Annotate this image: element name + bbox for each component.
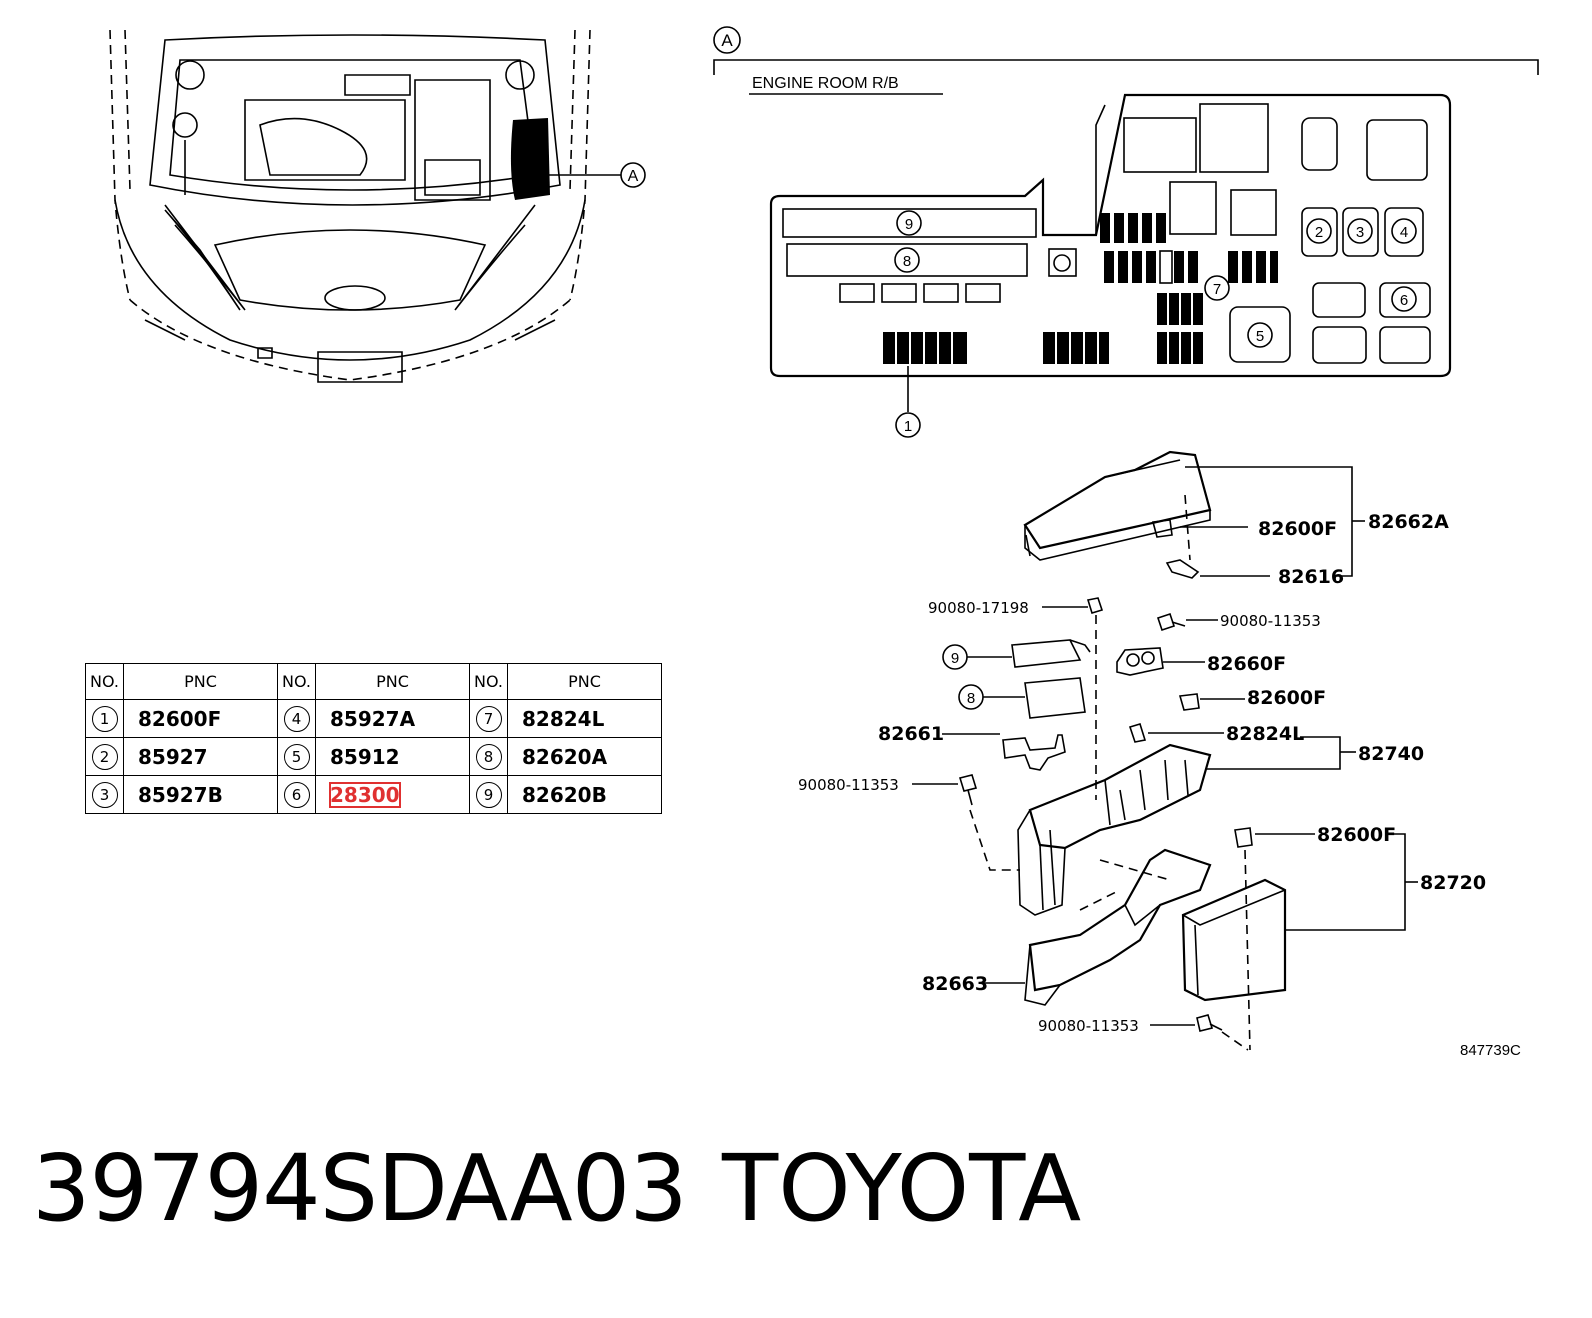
row-number: 6 [283, 781, 310, 808]
row-number: 2 [91, 743, 118, 770]
header-pnc-2: PNC [315, 663, 470, 700]
label-82663: 82663 [922, 973, 988, 995]
callout-3-box: 3 [1356, 224, 1364, 241]
row-number: 9 [475, 781, 502, 808]
pnc-cell[interactable]: 82600F [123, 699, 278, 738]
pnc-cell[interactable]: 82620A [507, 737, 662, 776]
row-number: 5 [283, 743, 310, 770]
exploded-view: 82600F 82616 82662A 90080-17198 90080-11… [798, 450, 1521, 1059]
callout-a-bay: A [628, 168, 639, 185]
label-82661: 82661 [878, 723, 944, 745]
pnc-cell[interactable]: 85927A [315, 699, 470, 738]
row-number: 3 [91, 781, 118, 808]
callout-1-box: 1 [904, 418, 912, 435]
engine-bay-illustration: A [109, 29, 646, 383]
table-header-row: NO. PNC NO. PNC NO. PNC [85, 663, 662, 700]
pnc-cell[interactable]: 82620B [507, 775, 662, 814]
row-number: 8 [475, 743, 502, 770]
label-90080-11353-b: 90080-11353 [798, 776, 899, 794]
table-row: 3 85927B 6 28300 9 82620B [85, 775, 662, 814]
table-row: 2 85927 5 85912 8 82620A [85, 737, 662, 776]
section-a-header: A ENGINE ROOM R/B [713, 26, 1539, 95]
header-pnc-3: PNC [507, 663, 662, 700]
label-82740: 82740 [1358, 743, 1424, 765]
relay-box-layout: 9 8 [769, 93, 1452, 438]
label-90080-17198: 90080-17198 [928, 599, 1029, 617]
label-82824l: 82824L [1226, 723, 1304, 745]
pnc-cell[interactable]: 85927B [123, 775, 278, 814]
pnc-cell[interactable]: 82824L [507, 699, 662, 738]
callout-9-box: 9 [905, 216, 913, 233]
header-no-3: NO. [469, 663, 508, 700]
callout-4-box: 4 [1400, 224, 1408, 241]
section-title: ENGINE ROOM R/B [752, 75, 899, 92]
label-90080-11353-c: 90080-11353 [1038, 1017, 1139, 1035]
pnc-cell[interactable]: 85912 [315, 737, 470, 776]
highlighted-pnc[interactable]: 28300 [329, 781, 401, 808]
callout-8-exploded: 8 [967, 690, 975, 707]
part-code: 39794SDAA03 [32, 1135, 688, 1242]
label-82660f: 82660F [1207, 653, 1286, 675]
label-82662a: 82662A [1368, 511, 1449, 533]
header-pnc-1: PNC [123, 663, 278, 700]
label-82720: 82720 [1420, 872, 1486, 894]
label-82600f-low: 82600F [1317, 824, 1396, 846]
pnc-table: NO. PNC NO. PNC NO. PNC 1 82600F 4 85927… [85, 663, 662, 814]
label-82616: 82616 [1278, 566, 1344, 588]
section-marker: A [721, 31, 733, 50]
label-82600f-top: 82600F [1258, 518, 1337, 540]
header-no-1: NO. [85, 663, 124, 700]
callout-2-box: 2 [1315, 224, 1323, 241]
diagram-code: 847739C [1460, 1042, 1521, 1059]
callout-7-box: 7 [1213, 281, 1221, 298]
label-82600f-mid: 82600F [1247, 687, 1326, 709]
label-90080-11353-a: 90080-11353 [1220, 612, 1321, 630]
header-no-2: NO. [277, 663, 316, 700]
row-number: 1 [91, 705, 118, 732]
pnc-cell[interactable]: 85927 [123, 737, 278, 776]
callout-6-box: 6 [1400, 292, 1408, 309]
callout-9-exploded: 9 [951, 650, 959, 667]
row-number: 4 [283, 705, 310, 732]
table-row: 1 82600F 4 85927A 7 82824L [85, 699, 662, 738]
callout-5-box: 5 [1256, 328, 1264, 345]
brand-name: TOYOTA [722, 1135, 1082, 1242]
callout-8-box: 8 [903, 253, 911, 270]
row-number: 7 [475, 705, 502, 732]
pnc-cell-highlighted[interactable]: 28300 [315, 775, 470, 814]
